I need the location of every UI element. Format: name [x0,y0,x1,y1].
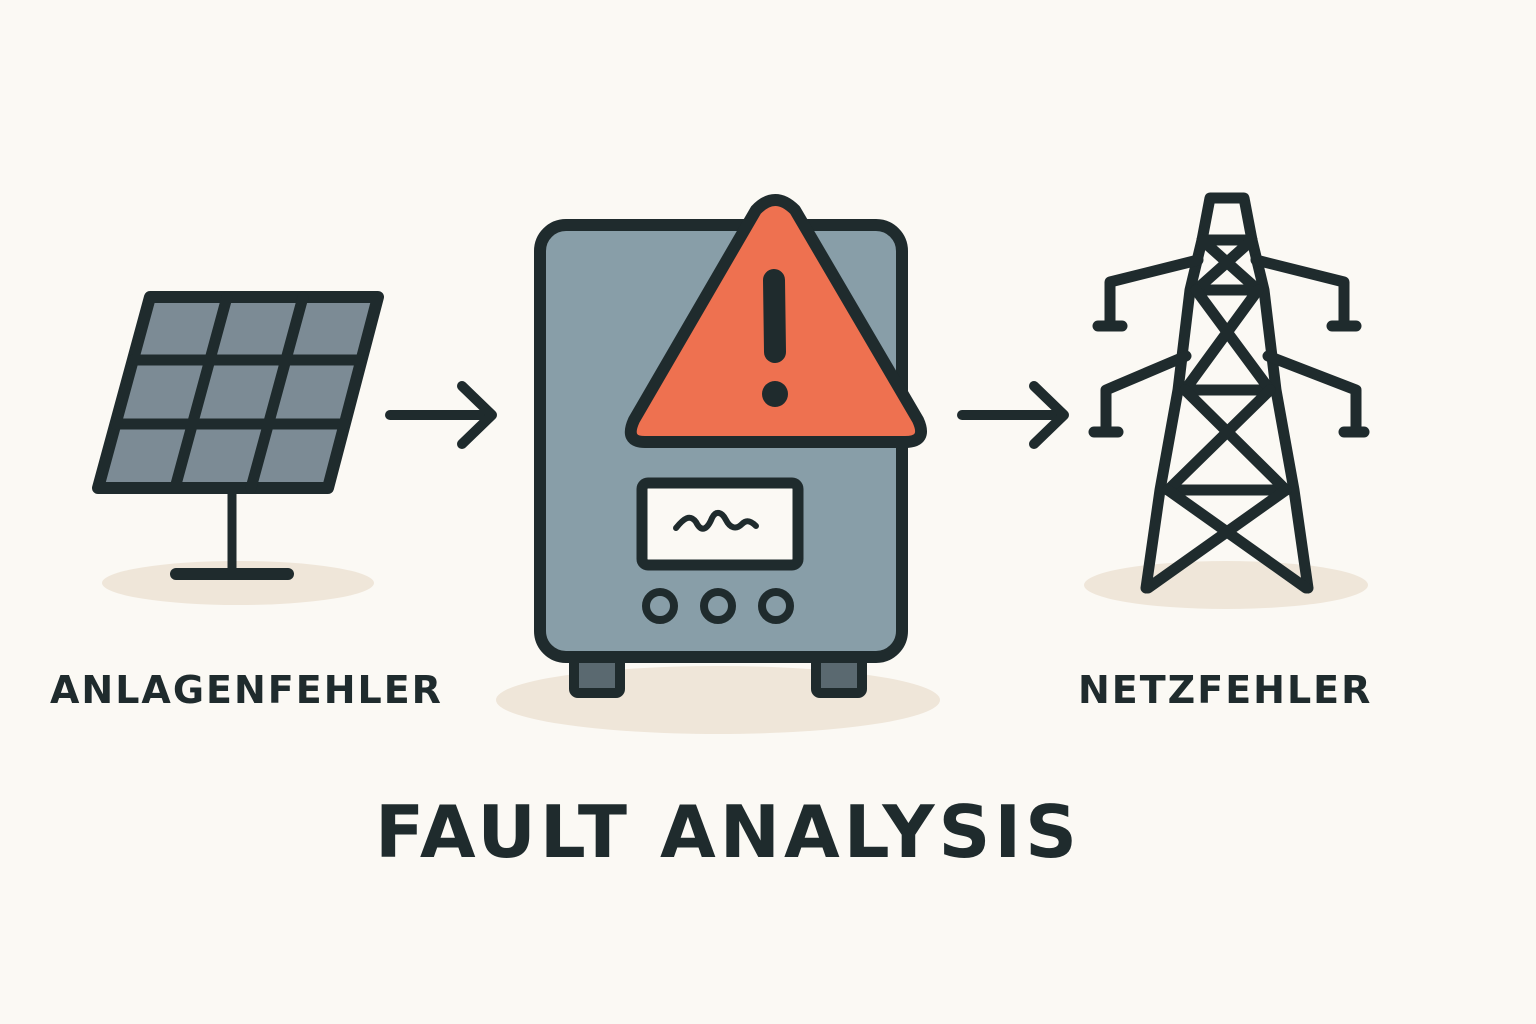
plant-fault-label: ANLAGENFEHLER [50,668,443,712]
page-title: FAULT ANALYSIS [374,790,1082,874]
warning-triangle-icon [624,194,927,448]
arrow-right-icon [957,381,1069,449]
arrow-right-icon [385,381,497,449]
grid-fault-label: NETZFEHLER [1078,668,1373,712]
power-pylon-icon [1088,192,1370,594]
solar-panel-shadow [102,561,374,605]
inverter-shadow [496,666,940,734]
pylon-shadow [1084,561,1368,609]
solar-panel-icon [92,291,384,580]
